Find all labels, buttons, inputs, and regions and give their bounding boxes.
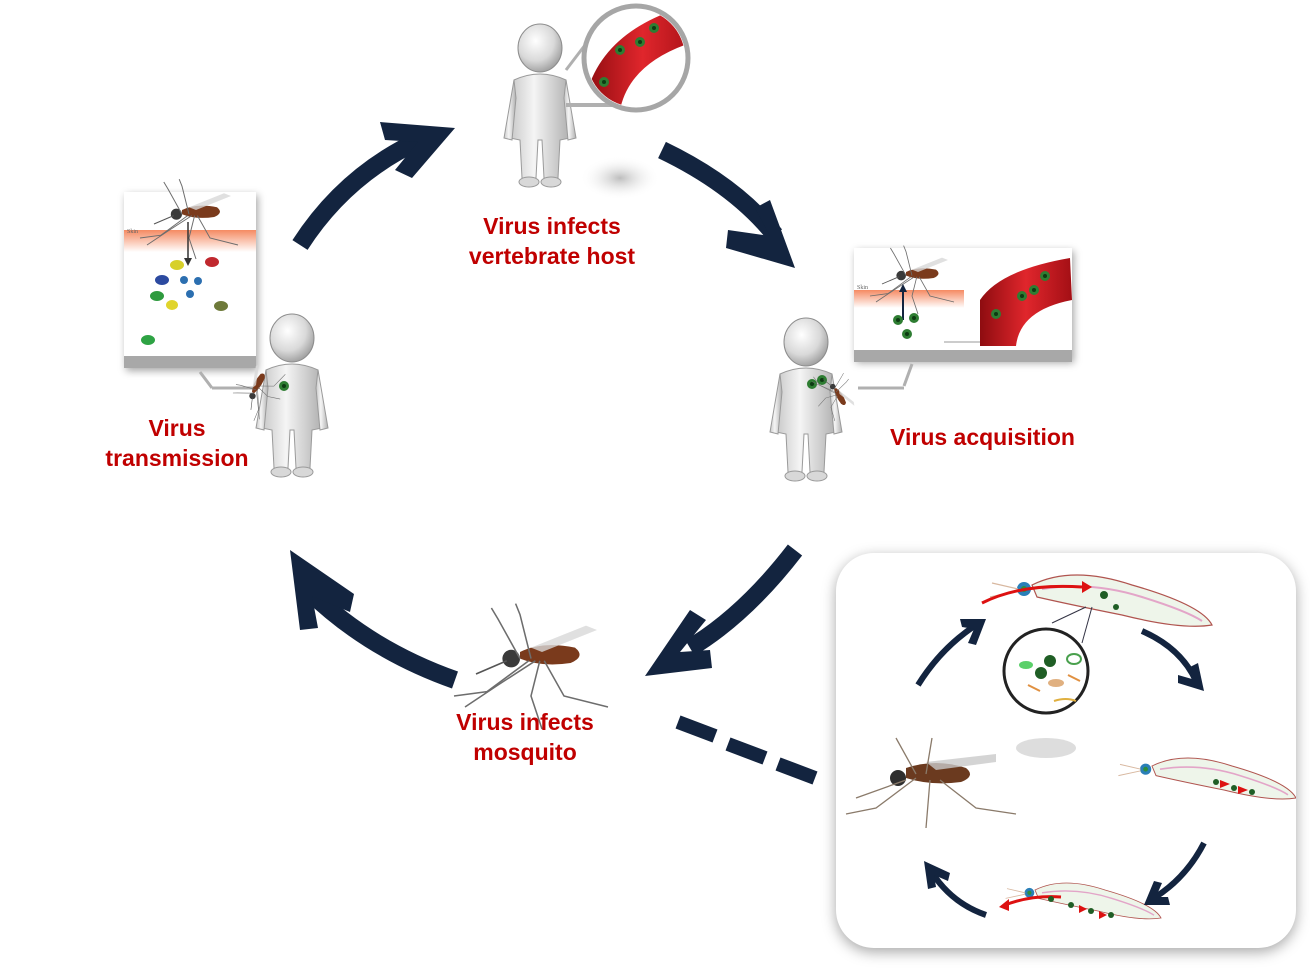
- arrow-to-acquisition: [658, 141, 783, 241]
- arrow-to-mosquito: [685, 544, 803, 656]
- label-transmission-line1: Virus: [148, 415, 206, 441]
- label-transmission: Virus transmission: [92, 413, 262, 473]
- host-figure-top: [503, 23, 577, 188]
- inset-adult-mosquito: [845, 737, 1017, 829]
- center-shadow: [580, 156, 660, 200]
- arrow-to-host: [292, 131, 424, 250]
- main-arrows: [292, 131, 803, 689]
- label-acquisition: Virus acquisition: [870, 422, 1095, 452]
- inset-arrowheads: [924, 619, 1204, 905]
- mosquito-dissemination-inset: [836, 553, 1297, 948]
- inset-drawing: [845, 574, 1297, 920]
- arrowhead-to-acquisition: [726, 200, 795, 268]
- inset-mosquito-midgut: [981, 574, 1213, 628]
- arrowhead-to-host: [380, 122, 455, 178]
- dashed-connector: [675, 715, 818, 785]
- inset-mosquito-dissemination: [1117, 757, 1297, 800]
- label-acquisition-line1: Virus acquisition: [890, 424, 1075, 450]
- skin-label-left: Skin: [127, 229, 138, 235]
- magnifier-blood-vessel: [564, 3, 691, 113]
- inset-mosquito-salivary: [999, 882, 1162, 920]
- label-host-infection-line1: Virus infects: [483, 213, 621, 239]
- label-host-infection-line2: vertebrate host: [468, 243, 636, 269]
- arrow-heads: [290, 122, 795, 676]
- label-transmission-line2: transmission: [105, 445, 249, 471]
- skin-label-right: Skin: [857, 285, 868, 291]
- arrowhead-to-mosquito: [645, 610, 712, 676]
- arrow-to-transmission: [303, 585, 458, 689]
- label-mosquito-infection-line1: Virus infects: [456, 709, 594, 735]
- inset-shadow: [1016, 738, 1076, 758]
- label-mosquito-infection-line2: mosquito: [473, 739, 577, 765]
- arrowhead-to-transmission: [290, 550, 354, 630]
- label-host-infection: Virus infects vertebrate host: [452, 211, 652, 271]
- host-figure-right: [769, 317, 843, 482]
- inset-magnifier: [1002, 606, 1093, 715]
- transmission-panel: Skin: [124, 178, 258, 390]
- label-mosquito-infection: Virus infects mosquito: [435, 707, 615, 767]
- acquisition-panel: Skin: [854, 245, 1072, 390]
